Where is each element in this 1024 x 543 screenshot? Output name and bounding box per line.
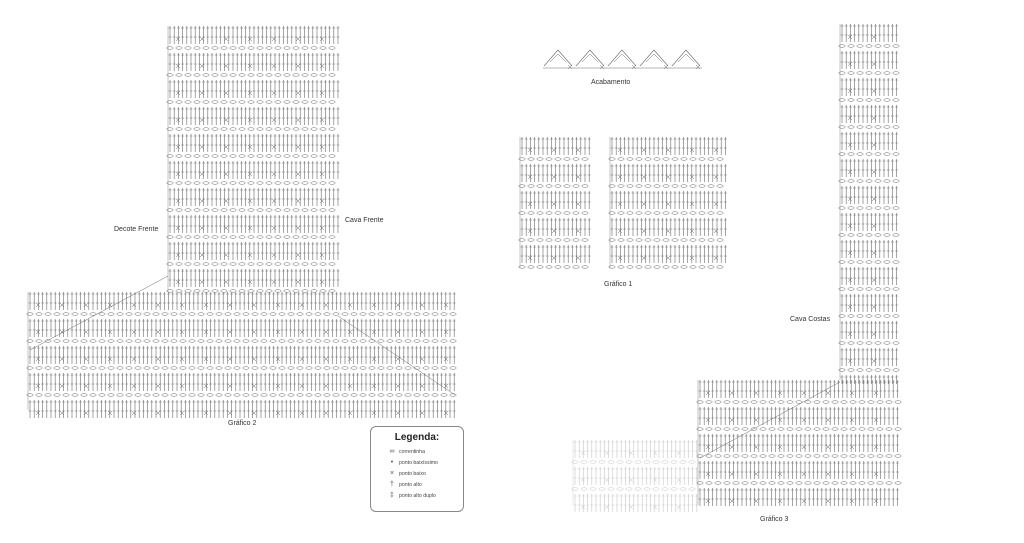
grafico-1-label: Gráfico 1 <box>604 281 633 288</box>
legend-item-ponto-baixo: × ponto baixo <box>385 468 463 479</box>
legend-item-correntinha: ∞ correntinha <box>385 446 463 457</box>
treble-crochet-icon: ‡ <box>390 492 394 499</box>
legend-item-label: ponto baixíssimo <box>399 459 438 466</box>
grafico-2-label: Gráfico 2 <box>228 420 257 427</box>
legend-item-label: correntinha <box>399 448 425 455</box>
double-crochet-icon: † <box>390 481 394 488</box>
acabamento-chart <box>543 49 702 70</box>
grafico-3-label: Gráfico 3 <box>760 516 789 523</box>
legend-item-label: ponto alto <box>399 481 422 488</box>
acabamento-label: Acabamento <box>591 79 631 86</box>
legend-item-label: ponto baixo <box>399 470 426 477</box>
grafico-2-chart <box>26 26 457 418</box>
grafico-1-chart <box>518 137 727 269</box>
legend-item-label: ponto alto duplo <box>399 492 436 499</box>
legend-title: Legenda: <box>394 432 440 443</box>
legend-box: Legenda: ∞ correntinha • ponto baixíssimo … <box>370 426 464 512</box>
cava-frente-label: Cava Frente <box>345 217 384 224</box>
single-crochet-icon: × <box>389 470 395 477</box>
slip-stitch-icon: • <box>390 459 394 466</box>
cava-costas-label: Cava Costas <box>790 316 831 323</box>
legend-item-ponto-alto-duplo: ‡ ponto alto duplo <box>385 490 463 501</box>
legend-item-ponto-baixissimo: • ponto baixíssimo <box>385 457 463 468</box>
legend-item-ponto-alto: † ponto alto <box>385 479 463 490</box>
grafico-3-chart <box>571 24 902 512</box>
legend-list: ∞ correntinha • ponto baixíssimo × ponto ba… <box>371 446 463 501</box>
decote-frente-label: Decote Frente <box>114 226 159 233</box>
chain-stitch-icon: ∞ <box>389 448 395 455</box>
